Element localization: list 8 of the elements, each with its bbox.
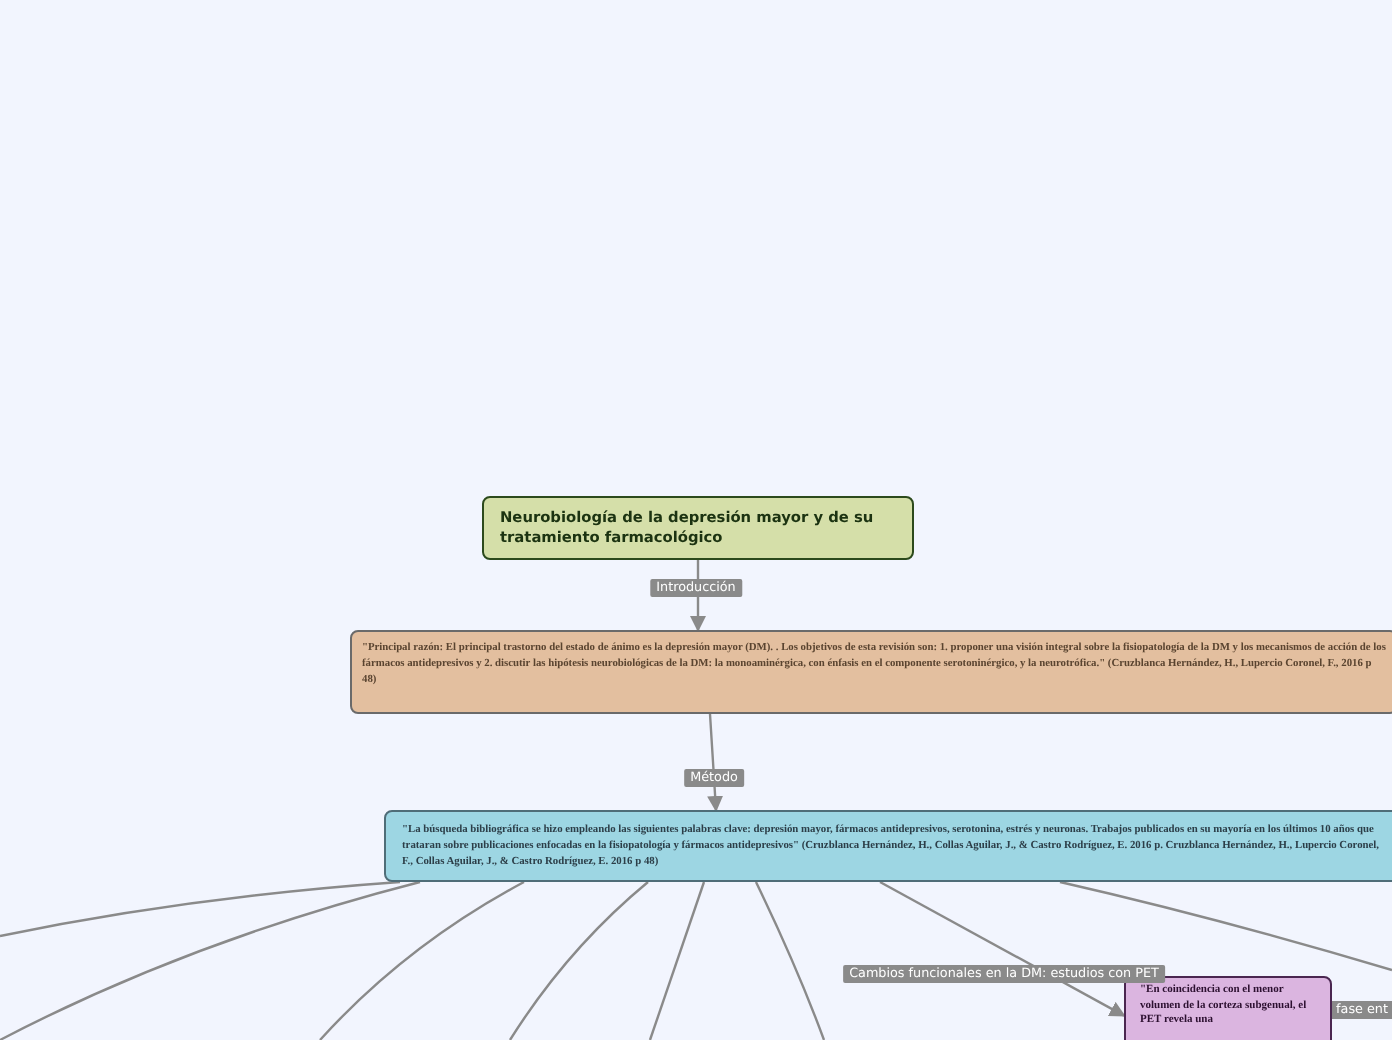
arrow: [879, 880, 1126, 1017]
connector-line: [0, 880, 401, 938]
connector-line: [1059, 880, 1392, 972]
connector-line: [648, 881, 706, 1040]
connector-line: [0, 880, 421, 1040]
connector-line: [319, 880, 525, 1040]
connector-line: [754, 881, 826, 1040]
connector-line: [509, 881, 649, 1040]
